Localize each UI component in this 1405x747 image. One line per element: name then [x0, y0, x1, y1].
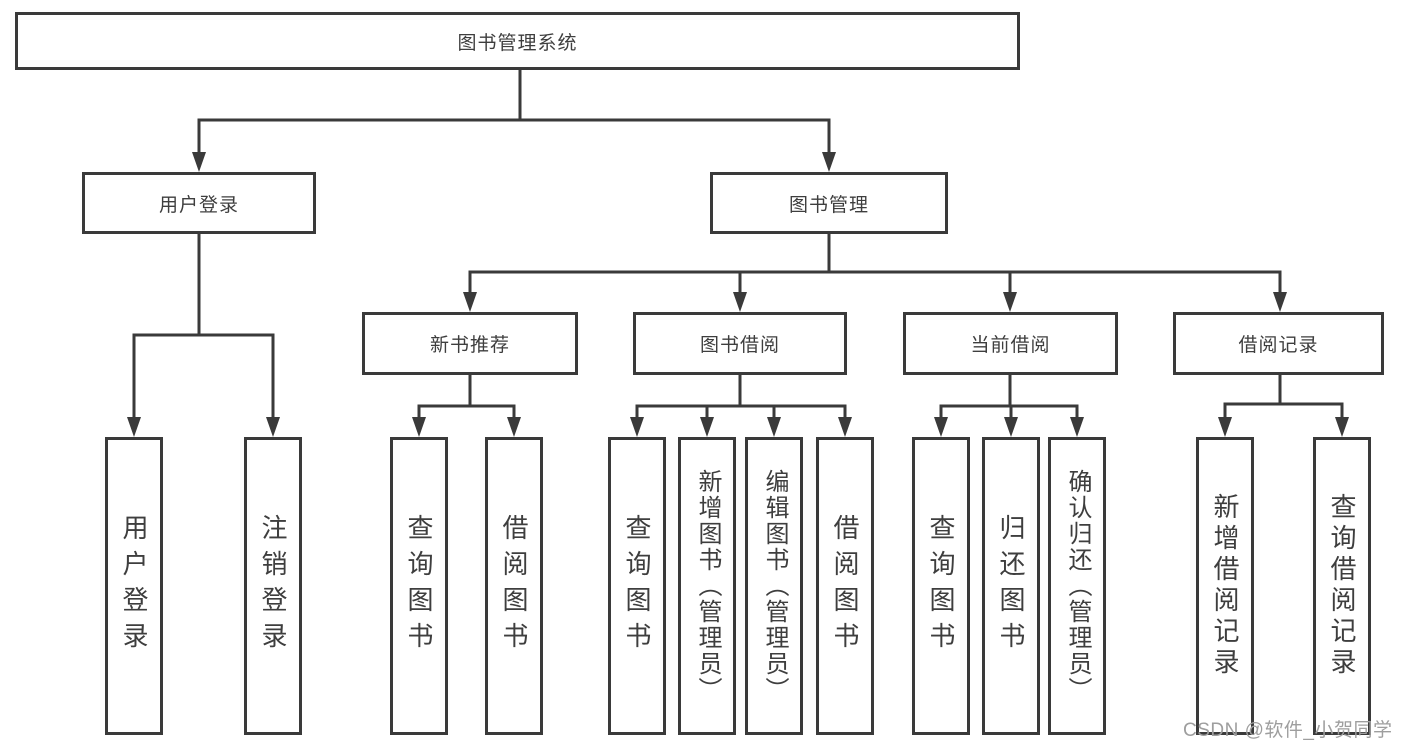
- node-book-management-label: 图书管理: [788, 194, 869, 216]
- leaf-edit-book-admin-label: 编辑图书（管理员）: [761, 469, 788, 703]
- node-user-login: 用户登录: [82, 172, 316, 234]
- root-node: 图书管理系统: [15, 12, 1020, 70]
- leaf-query-books-borrow: 查询图书: [608, 437, 666, 735]
- root-node-label: 图书管理系统: [457, 32, 578, 54]
- node-book-borrow-label: 图书借阅: [699, 335, 780, 356]
- node-new-book-recommend-label: 新书推荐: [429, 335, 510, 356]
- leaf-add-book-admin-label: 新增图书（管理员）: [694, 469, 721, 703]
- csdn-watermark: CSDN @软件_小贺同学: [1183, 720, 1393, 741]
- leaf-add-borrow-record-label: 新增借阅记录: [1210, 493, 1240, 679]
- node-borrow-records: 借阅记录: [1173, 312, 1384, 375]
- leaf-return-book: 归还图书: [982, 437, 1040, 735]
- leaf-user-login-label: 用户登录: [119, 514, 149, 658]
- leaf-confirm-return-admin-label: 确认归还（管理员）: [1064, 469, 1091, 703]
- leaf-confirm-return-admin: 确认归还（管理员）: [1048, 437, 1106, 735]
- leaf-add-borrow-record: 新增借阅记录: [1196, 437, 1254, 735]
- leaf-query-books-current-label: 查询图书: [926, 514, 956, 658]
- node-current-borrow: 当前借阅: [903, 312, 1118, 375]
- node-new-book-recommend: 新书推荐: [362, 312, 578, 375]
- leaf-query-borrow-record: 查询借阅记录: [1313, 437, 1371, 735]
- leaf-query-books-borrow-label: 查询图书: [622, 514, 652, 658]
- node-book-management: 图书管理: [710, 172, 948, 234]
- leaf-add-book-admin: 新增图书（管理员）: [678, 437, 736, 735]
- leaf-query-books-current: 查询图书: [912, 437, 970, 735]
- leaf-borrow-books-recommend-label: 借阅图书: [499, 514, 529, 658]
- leaf-borrow-books-recommend: 借阅图书: [485, 437, 543, 735]
- leaf-borrow-books-borrow-label: 借阅图书: [830, 514, 860, 658]
- node-current-borrow-label: 当前借阅: [970, 335, 1051, 356]
- leaf-return-book-label: 归还图书: [996, 514, 1026, 658]
- leaf-logout-label: 注销登录: [258, 514, 288, 658]
- node-book-borrow: 图书借阅: [633, 312, 847, 375]
- leaf-borrow-books-borrow: 借阅图书: [816, 437, 874, 735]
- leaf-edit-book-admin: 编辑图书（管理员）: [745, 437, 803, 735]
- leaf-user-login: 用户登录: [105, 437, 163, 735]
- leaf-logout: 注销登录: [244, 437, 302, 735]
- node-user-login-label: 用户登录: [158, 194, 239, 216]
- leaf-query-books-recommend: 查询图书: [390, 437, 448, 735]
- leaf-query-books-recommend-label: 查询图书: [404, 514, 434, 658]
- leaf-query-borrow-record-label: 查询借阅记录: [1327, 493, 1357, 679]
- node-borrow-records-label: 借阅记录: [1238, 335, 1319, 356]
